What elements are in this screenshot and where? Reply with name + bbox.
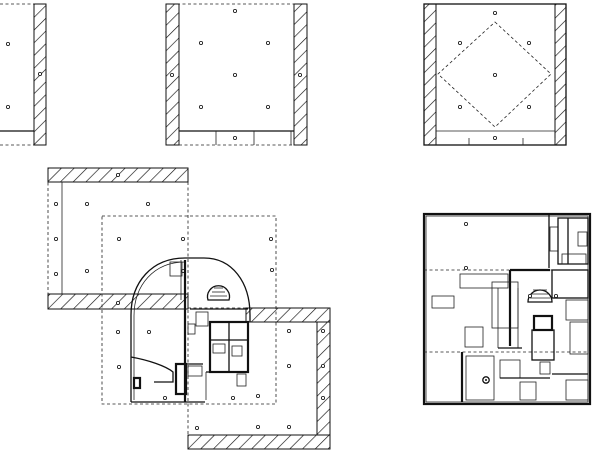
plan-overlay-composite <box>47 167 331 450</box>
plan-square-column-grid <box>165 3 308 146</box>
plan-fragment-left <box>0 3 47 146</box>
plan-final-floor <box>422 212 592 406</box>
plan-square-diamond <box>423 3 567 146</box>
